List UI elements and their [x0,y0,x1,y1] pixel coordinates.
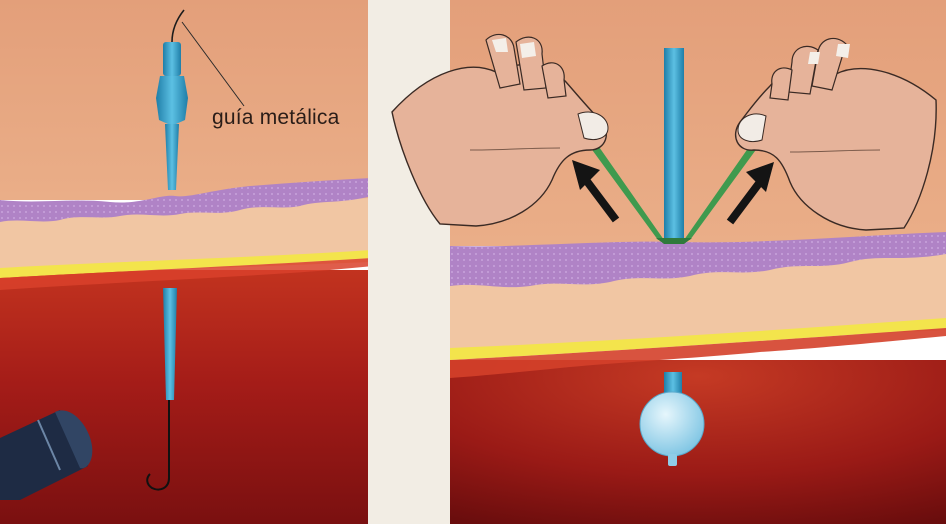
deep-tissue [0,270,372,524]
guide-wire-vertical [664,48,684,244]
guide-wire-label: guía metálica [212,106,340,130]
left-panel [0,0,372,524]
right-panel [392,0,946,524]
